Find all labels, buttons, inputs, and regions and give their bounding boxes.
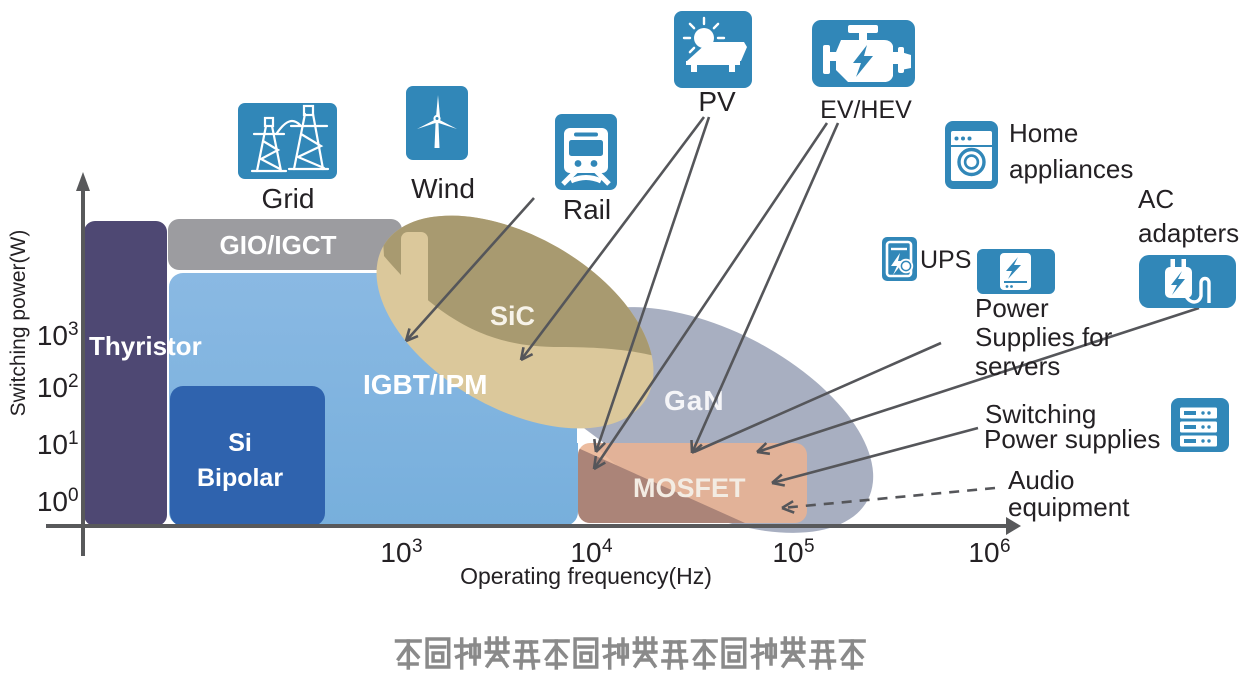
svg-text:IGBT/IPM: IGBT/IPM bbox=[363, 369, 487, 400]
svg-text:6: 6 bbox=[1000, 536, 1011, 557]
svg-text:Si: Si bbox=[228, 429, 252, 457]
svg-text:10: 10 bbox=[37, 486, 68, 517]
svg-text:MOSFET: MOSFET bbox=[633, 473, 746, 503]
svg-text:Switching: Switching bbox=[985, 399, 1096, 429]
svg-text:Audio: Audio bbox=[1008, 465, 1075, 495]
svg-text:Power supplies: Power supplies bbox=[984, 424, 1160, 454]
svg-text:10: 10 bbox=[37, 429, 68, 460]
svg-text:Operating frequency(Hz): Operating frequency(Hz) bbox=[460, 563, 712, 589]
svg-text:10: 10 bbox=[772, 537, 803, 568]
svg-text:3: 3 bbox=[412, 536, 423, 557]
svg-text:10: 10 bbox=[380, 537, 411, 568]
svg-text:1: 1 bbox=[68, 428, 79, 449]
svg-text:PV: PV bbox=[698, 86, 736, 117]
svg-text:2: 2 bbox=[68, 371, 79, 392]
svg-text:10: 10 bbox=[37, 372, 68, 403]
svg-text:Wind: Wind bbox=[411, 173, 475, 204]
svg-text:UPS: UPS bbox=[920, 246, 971, 274]
svg-text:4: 4 bbox=[602, 536, 613, 557]
svg-text:GIO/IGCT: GIO/IGCT bbox=[220, 230, 337, 260]
svg-text:servers: servers bbox=[975, 351, 1060, 381]
svg-text:Power: Power bbox=[975, 293, 1049, 323]
svg-text:appliances: appliances bbox=[1009, 154, 1133, 184]
svg-text:Grid: Grid bbox=[262, 183, 315, 214]
svg-text:10: 10 bbox=[570, 537, 601, 568]
svg-text:EV/HEV: EV/HEV bbox=[820, 96, 912, 124]
svg-text:Supplies for: Supplies for bbox=[975, 322, 1113, 352]
svg-text:adapters: adapters bbox=[1138, 218, 1239, 248]
svg-text:AC: AC bbox=[1138, 184, 1174, 214]
svg-text:10: 10 bbox=[37, 320, 68, 351]
svg-text:5: 5 bbox=[804, 536, 815, 557]
svg-text:Bipolar: Bipolar bbox=[197, 464, 283, 492]
svg-text:equipment: equipment bbox=[1008, 492, 1130, 522]
svg-text:Rail: Rail bbox=[563, 194, 611, 225]
svg-text:0: 0 bbox=[68, 485, 79, 506]
svg-text:Switching power(W): Switching power(W) bbox=[7, 230, 30, 417]
svg-text:Thyristor: Thyristor bbox=[89, 331, 202, 361]
svg-text:SiC: SiC bbox=[490, 301, 535, 331]
svg-text:Home: Home bbox=[1009, 118, 1078, 148]
svg-text:GaN: GaN bbox=[664, 385, 725, 416]
svg-text:10: 10 bbox=[968, 537, 999, 568]
svg-text:3: 3 bbox=[68, 319, 79, 340]
